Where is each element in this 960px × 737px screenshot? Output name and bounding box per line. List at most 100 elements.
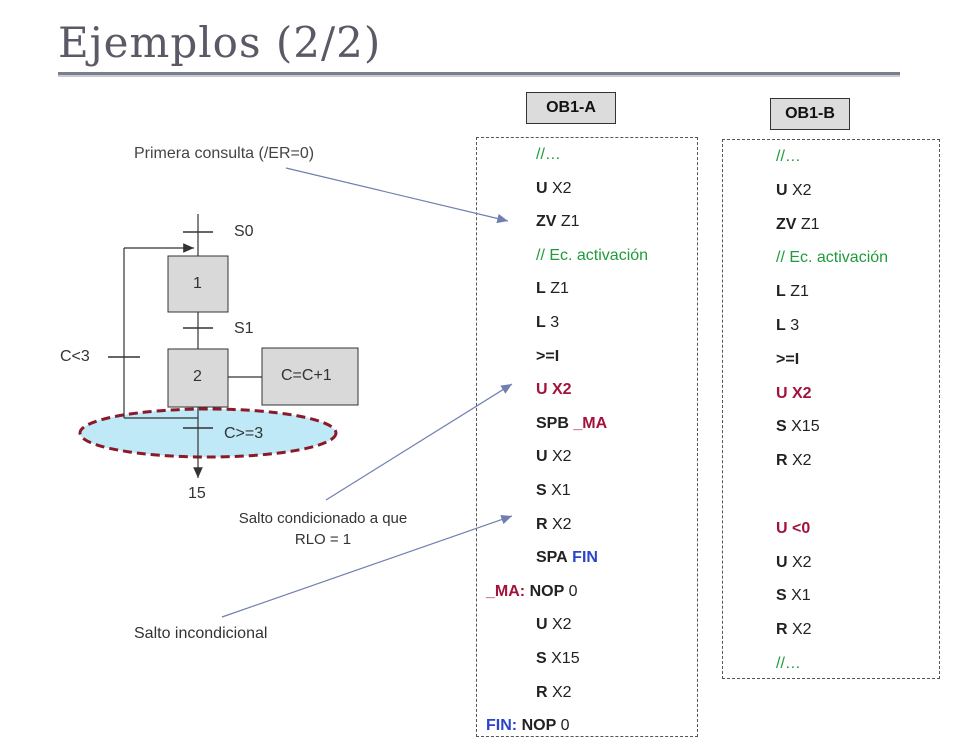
ob1b-code-line: U X2: [776, 385, 812, 403]
code-token: X2: [547, 179, 572, 197]
code-token: X1: [546, 482, 571, 499]
code-token: U <0: [776, 519, 811, 537]
code-token: // Ec. activación: [536, 246, 649, 264]
code-token: >=I: [536, 347, 560, 365]
code-token: X2: [787, 452, 812, 470]
step-1-box: [167, 255, 229, 313]
ob1a-code-line: U X2: [536, 180, 572, 198]
code-token: U: [536, 448, 548, 466]
ob1b-code-line: R X2: [776, 452, 812, 470]
ob1b-code-line: S X15: [776, 418, 820, 436]
ob1b-code-line: L 3: [776, 317, 799, 335]
ob1a-code-line: //…: [536, 146, 561, 164]
ob1a-code-line: R X2: [536, 516, 572, 534]
code-token: //…: [776, 148, 801, 165]
ob1a-code-line: SPA FIN: [536, 549, 598, 567]
action-box: [261, 347, 359, 406]
arrow-first-query: [285, 167, 509, 224]
code-token: L: [536, 314, 546, 331]
ob1a-code-line: // Ec. activación: [536, 247, 648, 265]
code-token: _MA:: [486, 582, 526, 600]
ob1a-code-line: R X2: [536, 684, 572, 702]
code-token: _MA: [573, 414, 608, 432]
title-underline-shadow: [58, 75, 900, 77]
code-token: X15: [546, 650, 580, 667]
code-token: U: [776, 553, 788, 571]
code-token: X2: [787, 181, 812, 199]
code-token: 0: [564, 582, 578, 600]
code-token: R: [536, 683, 548, 701]
code-token: Z1: [785, 283, 809, 301]
ob1a-code-line: L Z1: [536, 280, 569, 298]
code-token: R: [776, 621, 788, 639]
code-token: U: [776, 181, 788, 199]
code-token: X2: [547, 683, 572, 701]
code-token: NOP: [529, 582, 565, 600]
ob1b-code-line: >=I: [776, 351, 799, 369]
step-1-number: 1: [193, 275, 202, 292]
step-2-box: [167, 348, 229, 408]
ob1b-code-line: ZV Z1: [776, 216, 820, 234]
label-next-step: 15: [188, 485, 206, 502]
code-token: ZV: [536, 213, 557, 231]
ob1a-code-line: >=I: [536, 348, 559, 366]
code-token: //…: [536, 146, 561, 163]
code-token: X2: [547, 448, 572, 466]
ob1b-code-line: S X1: [776, 587, 811, 605]
ob1a-code-line: S X1: [536, 482, 571, 500]
code-token: //…: [776, 655, 801, 672]
grafcet-diagram: [78, 167, 513, 618]
code-token: SPA: [536, 549, 568, 567]
slide-title: Ejemplos (2/2): [58, 18, 382, 67]
ob1b-code-line: L Z1: [776, 283, 809, 301]
ob1a-code-line: U X2: [536, 381, 572, 399]
code-token: ZV: [776, 215, 797, 233]
note-cond-jump: Salto condicionado a que RLO = 1: [238, 510, 408, 548]
action-text: C=C+1: [281, 367, 332, 384]
code-token: 3: [545, 314, 560, 331]
ob1a-code-line: U X2: [536, 616, 572, 634]
label-s1: S1: [234, 320, 254, 337]
ob1b-code-line: //…: [776, 655, 801, 673]
ob1b-code-line: R X2: [776, 621, 812, 639]
note-first-query: Primera consulta (/ER=0): [134, 145, 315, 162]
label-cond-back: C<3: [60, 348, 90, 365]
code-token: X2: [787, 553, 812, 571]
ob1a-code-line: S X15: [536, 650, 580, 668]
code-token: R: [776, 452, 788, 470]
code-token: L: [536, 280, 546, 298]
code-token: U X2: [536, 381, 572, 399]
code-token: X1: [786, 587, 811, 605]
code-token: 3: [785, 317, 800, 334]
highlight-ellipse: [78, 407, 338, 459]
note-uncond-jump: Salto incondicional: [134, 625, 268, 642]
code-token: Z1: [545, 280, 569, 298]
code-token: U: [536, 616, 548, 634]
ob1a-label: OB1-A: [526, 92, 616, 124]
ob1b-code-line: U <0: [776, 520, 810, 538]
ob1b-code-line: // Ec. activación: [776, 249, 888, 267]
code-token: Z1: [556, 213, 580, 231]
step-2-number: 2: [193, 368, 202, 385]
arrow-uncond-jump: [221, 515, 513, 618]
code-token: FIN: [572, 549, 598, 567]
code-token: X2: [547, 616, 572, 634]
code-token: R: [536, 515, 548, 533]
arrow-cond-jump: [325, 383, 513, 501]
code-token: // Ec. activación: [776, 249, 889, 267]
code-token: S: [536, 650, 547, 667]
ob1a-code-line: ZV Z1: [536, 213, 580, 231]
code-token: L: [776, 283, 786, 301]
ob1a-code-line: U X2: [536, 448, 572, 466]
ob1b-label: OB1-B: [770, 98, 850, 130]
code-token: X2: [787, 621, 812, 639]
title-underline: [58, 72, 900, 75]
ob1a-code-line: _MA: NOP 0: [486, 583, 578, 601]
code-token: U X2: [776, 384, 812, 402]
ob1b-code-box: [722, 139, 940, 679]
ob1b-code-line: U X2: [776, 554, 812, 572]
code-token: U: [536, 179, 548, 197]
ob1b-code-line: U X2: [776, 182, 812, 200]
ob1b-code-line: //…: [776, 148, 801, 166]
code-token: S: [776, 587, 787, 605]
